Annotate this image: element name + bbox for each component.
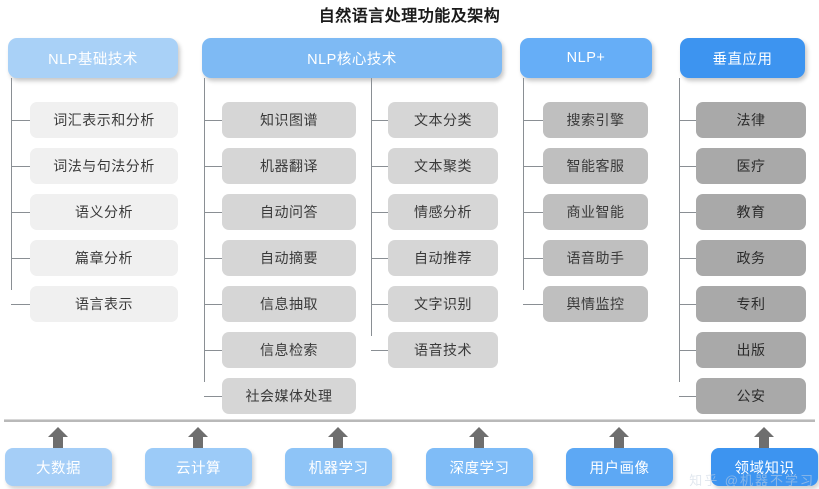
tree-stub bbox=[679, 258, 696, 259]
tree-stub bbox=[523, 304, 543, 305]
leaf-item[interactable]: 语音技术 bbox=[388, 332, 498, 368]
leaf-item[interactable]: 词法与句法分析 bbox=[30, 148, 178, 184]
tree-stub bbox=[11, 304, 30, 305]
tree-stub bbox=[204, 396, 222, 397]
leaf-item[interactable]: 商业智能 bbox=[543, 194, 648, 230]
foundation-item-big-data[interactable]: 大数据 bbox=[5, 448, 112, 486]
tree-stub bbox=[11, 120, 30, 121]
tree-stub bbox=[204, 212, 222, 213]
tree-stub bbox=[204, 258, 222, 259]
leaf-item[interactable]: 政务 bbox=[696, 240, 806, 276]
leaf-item[interactable]: 机器翻译 bbox=[222, 148, 356, 184]
page-title: 自然语言处理功能及架构 bbox=[318, 8, 501, 25]
tree-stub bbox=[523, 212, 543, 213]
tree-stub bbox=[204, 120, 222, 121]
leaf-item[interactable]: 文本分类 bbox=[388, 102, 498, 138]
tree-stub bbox=[204, 350, 222, 351]
leaf-item[interactable]: 专利 bbox=[696, 286, 806, 322]
tree-stub bbox=[679, 304, 696, 305]
leaf-item[interactable]: 公安 bbox=[696, 378, 806, 414]
tree-stub bbox=[371, 120, 388, 121]
leaf-item[interactable]: 社会媒体处理 bbox=[222, 378, 356, 414]
leaf-item[interactable]: 出版 bbox=[696, 332, 806, 368]
leaf-item[interactable]: 智能客服 bbox=[543, 148, 648, 184]
leaf-item[interactable]: 语言表示 bbox=[30, 286, 178, 322]
leaf-item[interactable]: 搜索引擎 bbox=[543, 102, 648, 138]
tree-stub bbox=[11, 166, 30, 167]
leaf-item[interactable]: 自动问答 bbox=[222, 194, 356, 230]
tree-stub bbox=[371, 166, 388, 167]
tree-stub bbox=[523, 258, 543, 259]
leaf-item[interactable]: 自动摘要 bbox=[222, 240, 356, 276]
tree-stub bbox=[679, 212, 696, 213]
foundation-item-deep-learning[interactable]: 深度学习 bbox=[426, 448, 533, 486]
tree-stub bbox=[679, 396, 696, 397]
foundation-item-machine-learning[interactable]: 机器学习 bbox=[285, 448, 392, 486]
leaf-item[interactable]: 信息抽取 bbox=[222, 286, 356, 322]
up-arrow-icon bbox=[753, 426, 775, 448]
leaf-item[interactable]: 词汇表示和分析 bbox=[30, 102, 178, 138]
tree-trunk-nlp-plus bbox=[523, 78, 524, 290]
leaf-item[interactable]: 舆情监控 bbox=[543, 286, 648, 322]
up-arrow-icon bbox=[468, 426, 490, 448]
foundation-item-user-profile[interactable]: 用户画像 bbox=[566, 448, 673, 486]
leaf-item[interactable]: 知识图谱 bbox=[222, 102, 356, 138]
column-header-nlp-plus[interactable]: NLP+ bbox=[520, 38, 652, 78]
leaf-item[interactable]: 自动推荐 bbox=[388, 240, 498, 276]
leaf-item[interactable]: 教育 bbox=[696, 194, 806, 230]
leaf-item[interactable]: 文字识别 bbox=[388, 286, 498, 322]
tree-stub bbox=[679, 350, 696, 351]
foundation-divider bbox=[4, 419, 815, 422]
leaf-item[interactable]: 信息检索 bbox=[222, 332, 356, 368]
leaf-item[interactable]: 语义分析 bbox=[30, 194, 178, 230]
leaf-item[interactable]: 文本聚类 bbox=[388, 148, 498, 184]
tree-trunk-nlp-core-a bbox=[204, 78, 205, 382]
tree-stub bbox=[204, 166, 222, 167]
tree-stub bbox=[523, 120, 543, 121]
tree-trunk-nlp-core-b bbox=[371, 78, 372, 336]
up-arrow-icon bbox=[327, 426, 349, 448]
column-header-nlp-basic[interactable]: NLP基础技术 bbox=[8, 38, 178, 78]
tree-stub bbox=[204, 304, 222, 305]
tree-stub bbox=[523, 166, 543, 167]
tree-stub bbox=[371, 258, 388, 259]
column-header-vertical-apps[interactable]: 垂直应用 bbox=[680, 38, 805, 78]
tree-stub bbox=[371, 212, 388, 213]
column-header-nlp-core[interactable]: NLP核心技术 bbox=[202, 38, 502, 78]
tree-stub bbox=[11, 258, 30, 259]
leaf-item[interactable]: 语音助手 bbox=[543, 240, 648, 276]
tree-stub bbox=[371, 304, 388, 305]
tree-stub bbox=[679, 120, 696, 121]
up-arrow-icon bbox=[47, 426, 69, 448]
up-arrow-icon bbox=[608, 426, 630, 448]
foundation-item-cloud-computing[interactable]: 云计算 bbox=[145, 448, 252, 486]
foundation-item-domain-knowledge[interactable]: 领域知识 bbox=[711, 448, 818, 486]
leaf-item[interactable]: 情感分析 bbox=[388, 194, 498, 230]
up-arrow-icon bbox=[187, 426, 209, 448]
leaf-item[interactable]: 医疗 bbox=[696, 148, 806, 184]
tree-stub bbox=[11, 212, 30, 213]
leaf-item[interactable]: 法律 bbox=[696, 102, 806, 138]
tree-stub bbox=[679, 166, 696, 167]
tree-trunk-vertical-apps bbox=[679, 78, 680, 382]
tree-stub bbox=[371, 350, 388, 351]
tree-trunk-nlp-basic bbox=[11, 78, 12, 290]
leaf-item[interactable]: 篇章分析 bbox=[30, 240, 178, 276]
